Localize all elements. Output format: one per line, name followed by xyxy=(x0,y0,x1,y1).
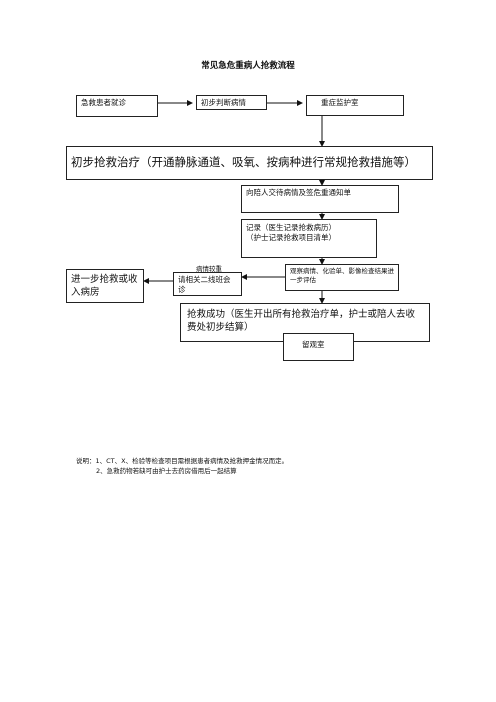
notes: 说明：1、CT、X、检验等检查项目需根据患者病情及抢救押金情况而定。 2、急救药… xyxy=(76,456,288,476)
box-further-rescue: 进一步抢救或收入病房 xyxy=(66,269,144,303)
box-initial-treatment: 初步抢救治疗（开通静脉通道、吸氧、按病种进行常规抢救措施等） xyxy=(66,146,433,180)
box-consult: 请相关二线班会诊 xyxy=(173,272,242,296)
box-icu: 重症监护室 xyxy=(306,95,404,116)
note-line-2: 2、急救药物若缺可由护士去药房借用后一起结算 xyxy=(96,467,237,475)
box-observe: 观察病情、化验单、影像检查结果进一步评估 xyxy=(285,264,399,291)
box-records: 记录（医生记录抢救病历） （护士记录抢救项目清单） xyxy=(241,219,377,258)
box-initial-assessment: 初步判断病情 xyxy=(196,95,267,110)
box-inform-family: 向陪人交待病情及签危重通知单 xyxy=(241,185,399,213)
box-patient-arrival: 急救患者就诊 xyxy=(76,95,158,117)
page-title: 常见急危重病人抢救流程 xyxy=(201,61,295,71)
box-observation-room: 留观室 xyxy=(283,333,354,361)
label-condition-change: 病情较重 xyxy=(196,265,222,273)
note-line-1: 说明：1、CT、X、检验等检查项目需根据患者病情及抢救押金情况而定。 xyxy=(76,457,289,465)
